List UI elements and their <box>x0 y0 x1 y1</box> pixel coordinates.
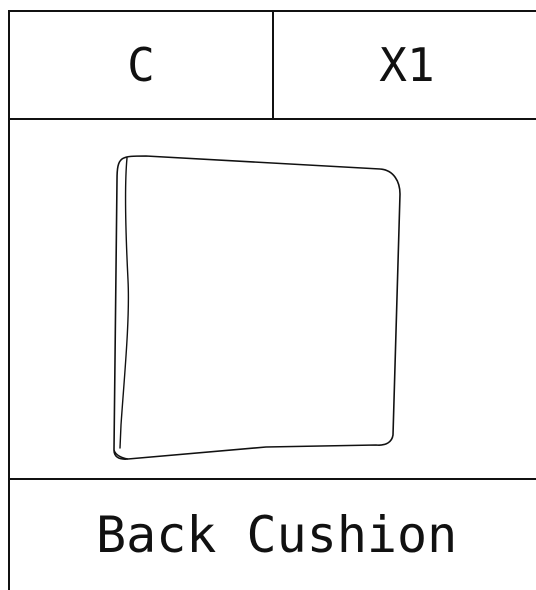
part-code: C <box>10 12 274 118</box>
part-quantity: X1 <box>379 38 435 92</box>
part-name: Back Cushion <box>96 506 458 564</box>
part-header-row: C X1 <box>10 12 536 120</box>
back-cushion-icon <box>113 155 401 460</box>
part-illustration <box>10 120 536 480</box>
part-card: C X1 Back Cushion <box>8 10 536 590</box>
